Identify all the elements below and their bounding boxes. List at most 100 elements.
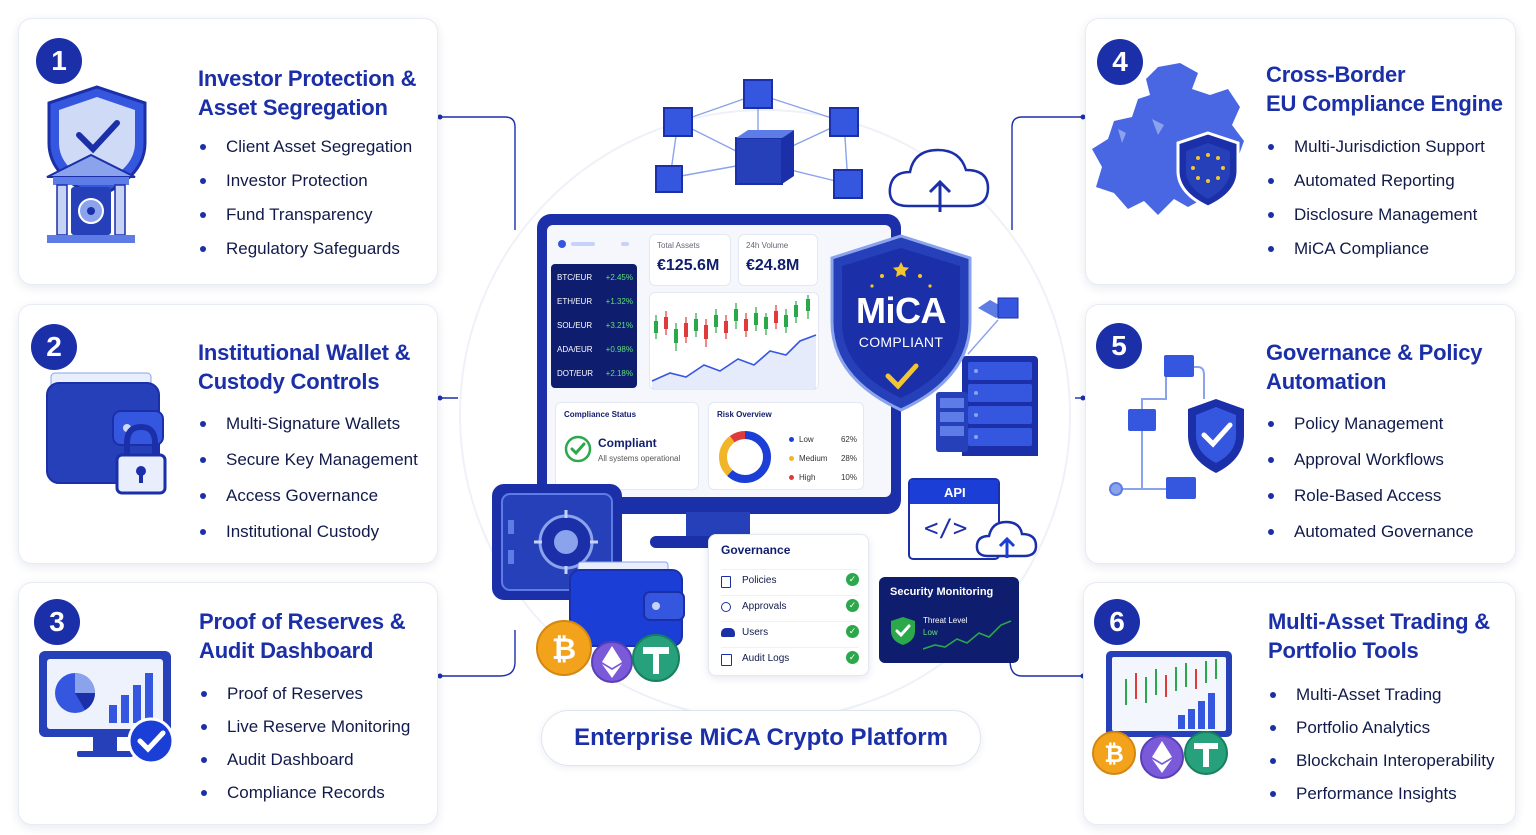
cloud-upload-icon: [975, 520, 1038, 558]
bullet-list: Client Asset Segregation Investor Protec…: [198, 137, 412, 259]
svg-text:₿: ₿: [1104, 740, 1124, 768]
api-header: [910, 480, 998, 504]
api-label: API: [944, 485, 966, 500]
person-icon: [721, 602, 731, 612]
card-title: Institutional Wallet & Custody Controls: [198, 340, 411, 394]
code-icon: </>: [924, 514, 968, 542]
governance-panel: Governance Policies ✓ Approvals ✓ Users …: [708, 534, 869, 676]
bullet-item: Automated Governance: [1266, 522, 1474, 542]
card-institutional-wallet: 2 Institutional Wallet & Custody Control…: [18, 304, 438, 564]
bullet-item: Performance Insights: [1268, 784, 1494, 804]
eu-map-shield-icon: [1092, 63, 1244, 215]
bullet-list: Multi-Asset Trading Portfolio Analytics …: [1268, 685, 1494, 804]
monitor-stand: [686, 512, 750, 538]
bullet-item: Blockchain Interoperability: [1268, 751, 1494, 771]
document-icon: [721, 576, 731, 588]
server-rack-icon: [936, 297, 1038, 456]
compliance-status-card: Compliance Status Compliant All systems …: [555, 402, 699, 490]
trading-monitor-icon: ₿: [1092, 651, 1232, 779]
risk-dot: [789, 475, 794, 480]
bullet-item: Access Governance: [198, 486, 418, 506]
governance-item-approvals: Approvals ✓: [721, 595, 859, 616]
card-title: Governance & Policy Automation: [1266, 340, 1483, 394]
bullet-item: Multi-Signature Wallets: [198, 414, 418, 434]
card-proof-of-reserves: 3 Proof of Reserves & Audit Dashboard Pr…: [18, 582, 438, 825]
screen-toolbar: [551, 232, 639, 256]
ticker-row: ETH/EUR+1.32%: [557, 297, 633, 306]
threat-level-label: Threat Level: [923, 616, 968, 625]
threat-trend-line: [923, 620, 1012, 650]
ticker-row: SOL/EUR+3.21%: [557, 321, 633, 330]
security-monitoring-panel: Security Monitoring Threat Level Low: [879, 577, 1019, 663]
bullet-item: Client Asset Segregation: [198, 137, 412, 157]
ticker-row: ADA/EUR+0.98%: [557, 345, 633, 354]
step-badge: 2: [31, 324, 77, 370]
bank-shield-icon: [46, 85, 147, 243]
bullet-item: Regulatory Safeguards: [198, 239, 412, 259]
volume-card: 24h Volume €24.8M: [738, 234, 818, 286]
ticker-row: DOT/EUR+2.18%: [557, 369, 633, 378]
bullet-item: Disclosure Management: [1266, 205, 1485, 225]
governance-title: Governance: [721, 543, 791, 557]
bullet-item: MiCA Compliance: [1266, 239, 1485, 259]
bullet-item: Multi-Jurisdiction Support: [1266, 137, 1485, 157]
wallet-icon: [569, 561, 685, 647]
audit-dashboard-icon: [39, 651, 175, 765]
bullet-item: Portfolio Analytics: [1268, 718, 1494, 738]
check-icon: ✓: [846, 573, 859, 586]
bullet-item: Approval Workflows: [1266, 450, 1474, 470]
card-multi-asset-trading: 6 ₿ Multi-Asset Trading & Portfolio Tool…: [1083, 582, 1516, 825]
step-badge: 6: [1094, 599, 1140, 645]
step-badge: 3: [34, 599, 80, 645]
risk-legend-row: High 10%: [789, 473, 857, 483]
mica-subtitle: COMPLIANT: [858, 334, 944, 350]
governance-item-policies: Policies ✓: [721, 569, 859, 590]
bullet-item: Proof of Reserves: [199, 684, 410, 704]
check-circle-icon: [564, 435, 592, 463]
risk-dot: [789, 456, 794, 461]
ticker-row: BTC/EUR+2.45%: [557, 273, 633, 282]
risk-legend-row: Low 62%: [789, 435, 857, 445]
blockchain-network-icon: [655, 79, 863, 199]
bullet-item: Secure Key Management: [198, 450, 418, 470]
step-badge: 5: [1096, 323, 1142, 369]
card-title: Multi-Asset Trading & Portfolio Tools: [1268, 609, 1490, 663]
workflow-shield-icon: [1109, 355, 1244, 499]
bullet-list: Multi-Jurisdiction Support Automated Rep…: [1266, 137, 1485, 259]
risk-overview-card: Risk Overview Low 62% Medium 28% High 10…: [708, 402, 864, 490]
price-chart: [649, 292, 819, 390]
governance-item-audit-logs: Audit Logs ✓: [721, 647, 859, 668]
check-icon: ✓: [846, 625, 859, 638]
card-title: Proof of Reserves & Audit Dashboard: [199, 609, 406, 663]
platform-label: Enterprise MiCA Crypto Platform: [541, 710, 981, 766]
risk-legend-row: Medium 28%: [789, 454, 857, 464]
card-title: Investor Protection & Asset Segregation: [198, 66, 417, 120]
log-icon: [721, 654, 732, 666]
total-assets-card: Total Assets €125.6M: [649, 234, 731, 286]
mica-title: MiCA: [856, 290, 947, 331]
risk-slice: [719, 431, 771, 483]
bullet-list: Proof of Reserves Live Reserve Monitorin…: [199, 684, 410, 803]
risk-donut-chart: [719, 431, 771, 483]
crypto-coins-icon: ₿: [536, 620, 680, 683]
bullet-item: Audit Dashboard: [199, 750, 410, 770]
step-badge: 1: [36, 38, 82, 84]
risk-dot: [789, 437, 794, 442]
wallet-lock-icon: [46, 372, 167, 495]
card-governance-policy: 5 Governance & Policy Automation Policy …: [1085, 304, 1516, 564]
threat-level-value: Low: [923, 628, 938, 637]
bullet-item: Institutional Custody: [198, 522, 418, 542]
cloud-upload-icon: [888, 148, 990, 212]
card-investor-protection: 1 Investor Protection & Asset Segregatio…: [18, 18, 438, 285]
users-icon: [721, 628, 735, 637]
svg-text:₿: ₿: [552, 632, 576, 667]
step-badge: 4: [1097, 39, 1143, 85]
card-cross-border: 4 Cross-Border EU Compliance Engine Mult…: [1085, 18, 1516, 285]
bullet-item: Multi-Asset Trading: [1268, 685, 1494, 705]
bullet-item: Automated Reporting: [1266, 171, 1485, 191]
bullet-list: Multi-Signature Wallets Secure Key Manag…: [198, 414, 418, 542]
bullet-item: Investor Protection: [198, 171, 412, 191]
candlestick-chart: [651, 295, 817, 389]
shield-check-icon: [891, 617, 915, 645]
